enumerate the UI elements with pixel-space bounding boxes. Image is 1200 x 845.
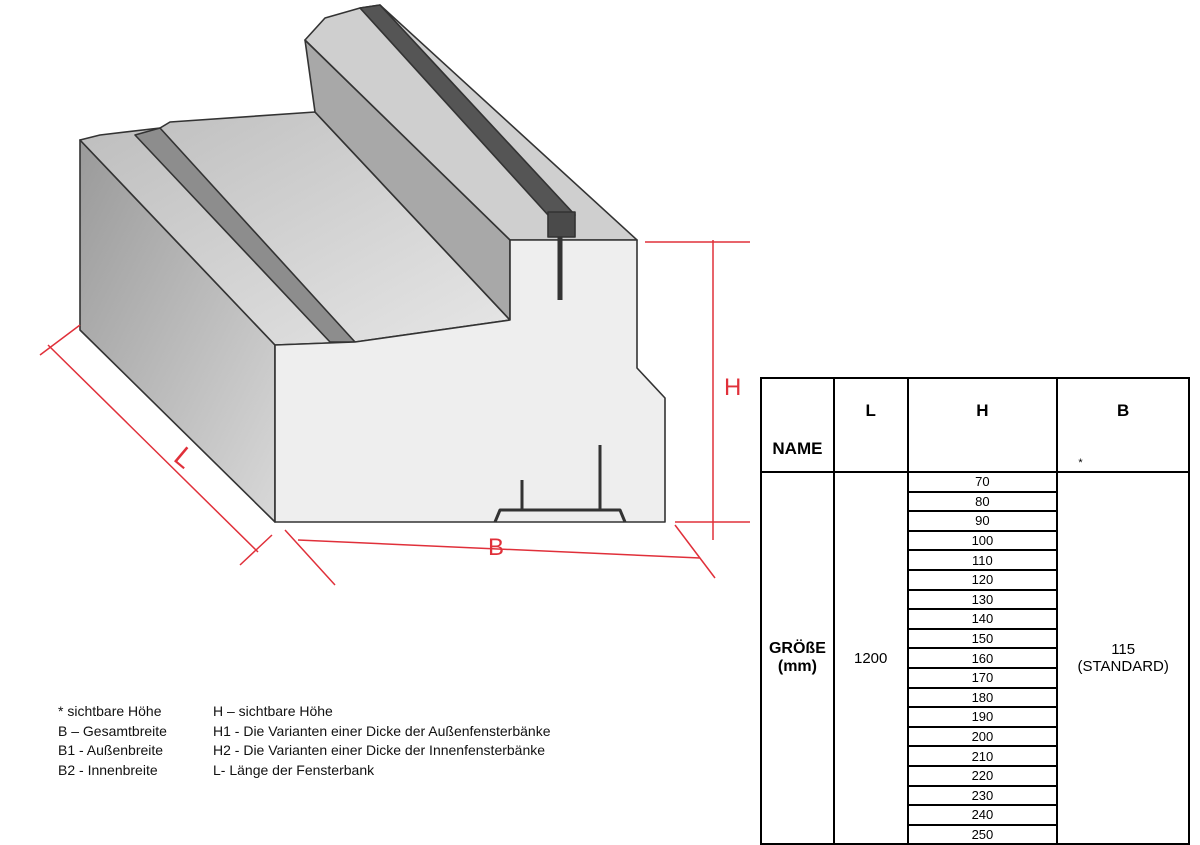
- legend-item: H2 - Die Varianten einer Dicke der Innen…: [213, 742, 546, 758]
- l-value: 1200: [832, 470, 909, 845]
- table-row: 200: [761, 725, 1189, 748]
- asterisk: *: [1078, 457, 1083, 469]
- h-value: 230: [906, 784, 1059, 807]
- h-value: 140: [906, 608, 1059, 630]
- h-value: 180: [906, 686, 1059, 709]
- h-value: 100: [906, 529, 1059, 552]
- h-value: 190: [906, 706, 1059, 728]
- h-value: 80: [906, 490, 1059, 513]
- table-row: 120: [761, 568, 1189, 591]
- legend-item: B – Gesamtbreite: [58, 722, 167, 739]
- h-value: 220: [906, 764, 1059, 787]
- dimension-lines: [39, 240, 750, 586]
- h-value: 90: [906, 510, 1059, 532]
- window-sill-sketch: L B H: [39, 4, 750, 586]
- legend-item: B2 - Innenbreite: [58, 761, 158, 778]
- row-label: GRÖßE(mm): [760, 470, 835, 845]
- legend-item: L- Länge der Fensterbank: [213, 761, 375, 778]
- header-h: H: [906, 377, 1059, 473]
- legend-item: * sichtbare Höhe: [58, 703, 162, 719]
- h-value: 250: [906, 823, 1059, 845]
- legend-item: H1 - Die Varianten einer Dicke der Außen…: [213, 722, 551, 739]
- dimension-label-b: B: [488, 534, 504, 561]
- front-face: [274, 239, 666, 523]
- h-value: 150: [906, 627, 1059, 650]
- header-l: L: [832, 377, 909, 473]
- h-value: 120: [906, 568, 1059, 591]
- h-value: 160: [906, 647, 1059, 669]
- dimension-label-h: H: [724, 374, 741, 401]
- h-value: 70: [906, 471, 1059, 493]
- header-name: NAME: [760, 377, 835, 473]
- h-value: 130: [906, 588, 1059, 611]
- h-value: 200: [906, 725, 1059, 748]
- legend-item: H – sichtbare Höhe: [213, 703, 333, 719]
- groove-end: [547, 211, 576, 238]
- h-value: 170: [906, 666, 1059, 689]
- h-value: 240: [906, 804, 1059, 826]
- b-value: 115(STANDARD): [1056, 470, 1190, 845]
- h-value: 210: [906, 745, 1059, 767]
- header-b: B*: [1056, 377, 1190, 473]
- legend-item: B1 - Außenbreite: [58, 742, 164, 758]
- h-value: 110: [906, 549, 1059, 571]
